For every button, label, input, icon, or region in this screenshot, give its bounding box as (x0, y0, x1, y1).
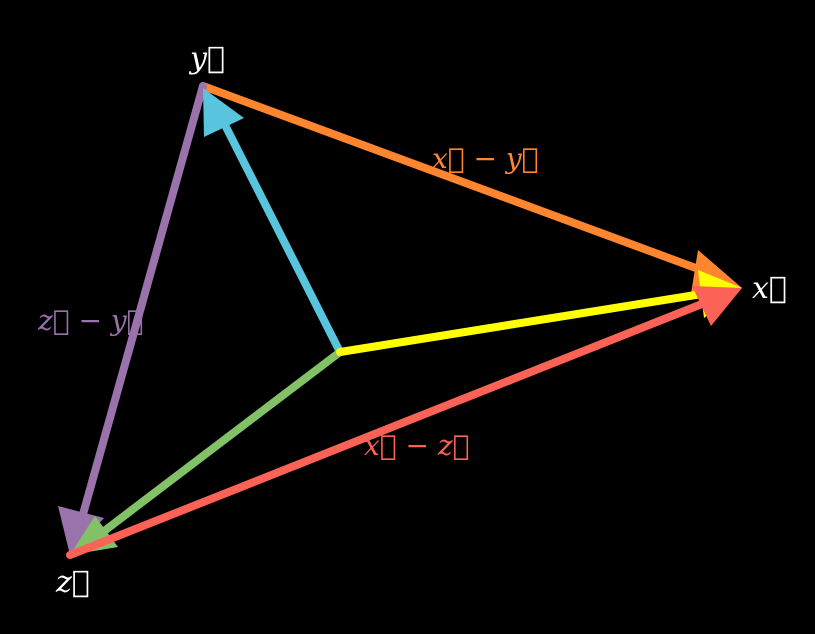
label-z-minus-y: z⃗ − y⃗ (37, 304, 143, 337)
vector-z-minus-y-shaft (76, 82, 207, 529)
vector-x-minus-z-arrowhead (692, 286, 742, 326)
vector-x-minus-z-shaft (66, 296, 716, 559)
label-y: y⃗ (188, 41, 225, 76)
vector-to-z-arrowhead (70, 516, 118, 555)
vector-x-minus-y-shaft (199, 82, 716, 278)
label-x-minus-z: x⃗ − z⃗ (364, 429, 469, 462)
vector-to-z-shaft (91, 348, 344, 542)
label-x: x⃗ (752, 271, 787, 306)
vector-to-y (203, 88, 344, 356)
vector-to-z (70, 348, 344, 555)
vector-x-minus-z (66, 296, 716, 559)
label-x-minus-y: x⃗ − y⃗ (432, 142, 538, 175)
label-z: z⃗ (55, 565, 90, 600)
vector-to-y-arrowhead (203, 88, 244, 137)
vector-z-minus-y-arrowhead (58, 506, 104, 555)
vector-z-minus-y (58, 82, 207, 555)
vector-to-x-shaft (336, 289, 712, 356)
vector-to-y-shaft (221, 121, 344, 356)
